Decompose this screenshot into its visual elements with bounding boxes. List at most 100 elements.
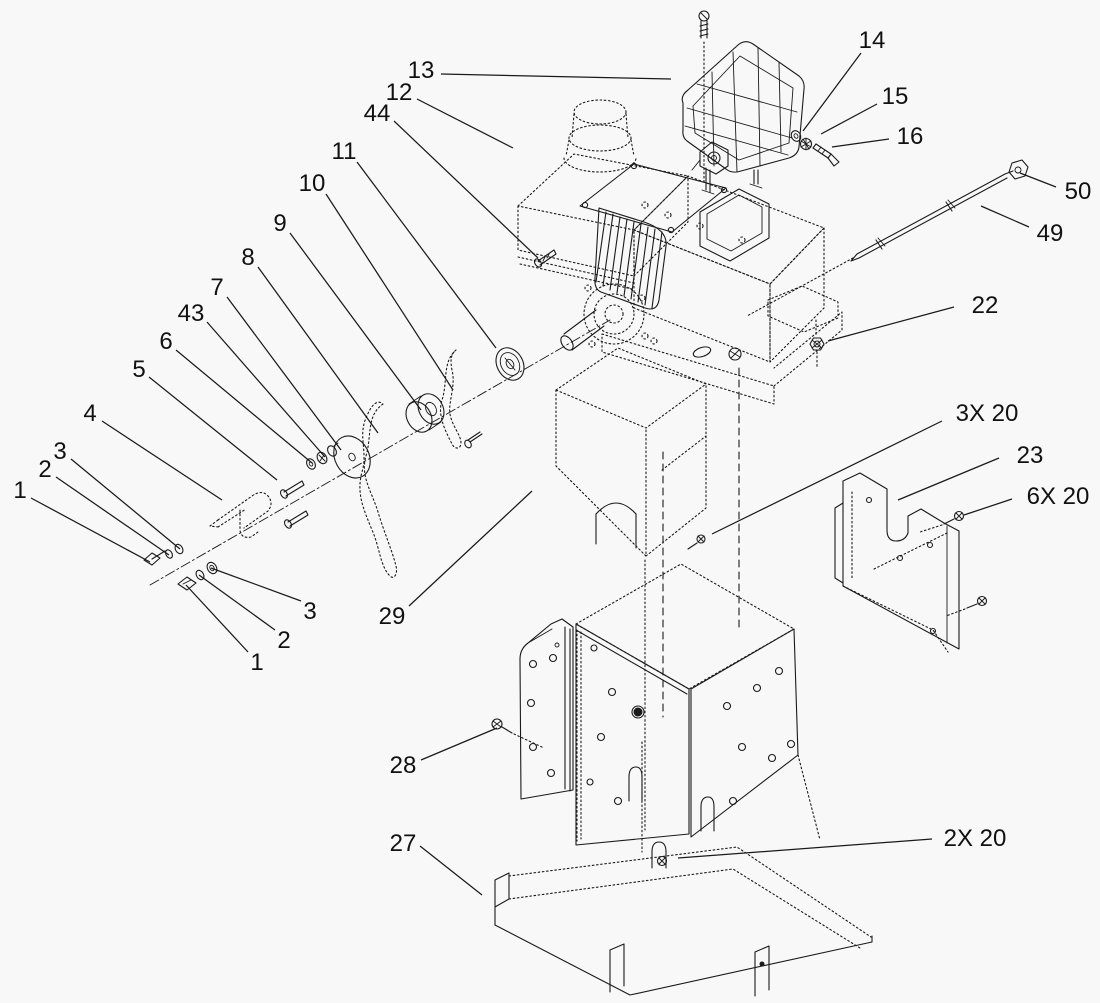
- wire-guard-cage: [681, 41, 805, 195]
- leader-line-c27: [419, 845, 483, 896]
- screw-6x20-b: [945, 595, 988, 617]
- leader-line-c8: [257, 266, 379, 434]
- leader-line-c2a: [55, 476, 170, 556]
- leader-line-c1b: [185, 584, 249, 653]
- carburetor: [691, 141, 729, 175]
- screw-3x20: [687, 534, 706, 550]
- engine-block: [633, 175, 825, 363]
- cylinder-fins: [594, 207, 667, 310]
- bottom-pan: [494, 841, 873, 997]
- engine-pulley: [495, 347, 525, 381]
- callout-c13: 13: [408, 57, 435, 84]
- callout-c16: 16: [897, 123, 924, 150]
- callout-c8: 8: [241, 244, 254, 271]
- leader-line-c3x20: [711, 420, 943, 535]
- callout-c12: 12: [386, 79, 413, 106]
- leader-line-c9: [289, 232, 422, 411]
- callout-c43: 43: [178, 300, 205, 327]
- callout-c14: 14: [859, 27, 886, 54]
- guard-screw: [698, 10, 710, 184]
- leader-line-c10: [325, 193, 454, 391]
- callout-c1b: 1: [250, 649, 263, 676]
- callout-c28: 28: [390, 752, 417, 779]
- v-belt-2: [440, 349, 462, 449]
- callout-c6: 6: [159, 328, 172, 355]
- leader-line-c49: [980, 205, 1030, 228]
- leader-lines: [30, 52, 1057, 896]
- muffler: [699, 188, 770, 262]
- leader-line-c11: [356, 161, 497, 349]
- leader-line-c5: [148, 376, 278, 481]
- double-pulley: [405, 393, 445, 433]
- guard-fasteners: [790, 130, 840, 167]
- leader-line-c3b: [210, 567, 302, 602]
- callout-c3b: 3: [303, 598, 316, 625]
- callout-c6x20: 6X 20: [1027, 483, 1090, 510]
- leader-line-c50: [1019, 172, 1057, 188]
- shaft-assembly: [143, 319, 611, 591]
- callout-c44: 44: [364, 100, 391, 127]
- leader-line-c3a: [70, 458, 181, 550]
- callout-c1a: 1: [13, 477, 26, 504]
- leader-line-c28: [420, 727, 498, 761]
- frame-right-panel: [690, 628, 821, 841]
- bolt-cluster-b: [177, 561, 218, 591]
- leader-line-c7: [226, 296, 342, 451]
- key-bolt: [464, 431, 483, 449]
- leader-line-c2x20: [677, 838, 933, 859]
- callout-c2x20: 2X 20: [944, 825, 1007, 852]
- v-belt-1: [359, 401, 398, 578]
- leader-line-c6x20: [963, 498, 1013, 516]
- leader-line-c44: [393, 120, 539, 259]
- spring-pins: [279, 480, 309, 529]
- engine-base: [601, 285, 843, 405]
- callout-c5: 5: [132, 356, 145, 383]
- leader-line-c43: [206, 321, 326, 458]
- bolt-44: [533, 249, 557, 268]
- frame-left-panel: [519, 618, 582, 842]
- leader-line-c15: [820, 103, 878, 135]
- callout-c2a: 2: [38, 456, 51, 483]
- frame-front-panel: [575, 623, 690, 846]
- bolt-cluster-a: [143, 543, 184, 566]
- screw-28: [491, 718, 545, 749]
- callout-c7: 7: [210, 274, 223, 301]
- callout-c4: 4: [83, 400, 96, 427]
- callout-c22: 22: [972, 292, 999, 319]
- leader-line-c4: [101, 420, 223, 501]
- leader-line-c22: [827, 306, 955, 342]
- leader-line-c6: [175, 349, 313, 464]
- callout-c3a: 3: [53, 438, 66, 465]
- shaft-centerline: [149, 319, 611, 586]
- callout-c2b: 2: [277, 627, 290, 654]
- leader-line-c14: [802, 52, 862, 132]
- callout-c27: 27: [390, 830, 417, 857]
- engine-assembly: [517, 99, 843, 405]
- leader-line-c12: [416, 98, 514, 149]
- callout-labels: 1312441110987436543213212928271415165049…: [13, 27, 1091, 857]
- leader-line-c2b: [198, 574, 276, 631]
- leader-line-c16: [831, 138, 890, 148]
- heat-shield-panel: [834, 472, 988, 653]
- callout-c50: 50: [1065, 178, 1092, 205]
- callout-c3x20: 3X 20: [956, 400, 1019, 427]
- fuel-cap: [563, 99, 637, 173]
- frame-bolt: [633, 707, 643, 717]
- screw-6x20-a: [919, 510, 965, 533]
- idler-disc: [333, 435, 371, 479]
- callout-c49: 49: [1037, 220, 1064, 247]
- callout-c15: 15: [882, 83, 909, 110]
- belt-guide-bracket: [209, 491, 272, 538]
- leader-line-c29: [408, 490, 533, 607]
- callout-c29: 29: [379, 603, 406, 630]
- callout-c10: 10: [299, 170, 326, 197]
- callout-c11: 11: [332, 138, 357, 165]
- shaft-washers: [306, 445, 337, 470]
- nut-22: [809, 337, 825, 369]
- leader-line-c1a: [30, 497, 151, 563]
- screw-2x20: [651, 841, 668, 869]
- frame: [491, 563, 821, 846]
- callout-c23: 23: [1017, 442, 1044, 469]
